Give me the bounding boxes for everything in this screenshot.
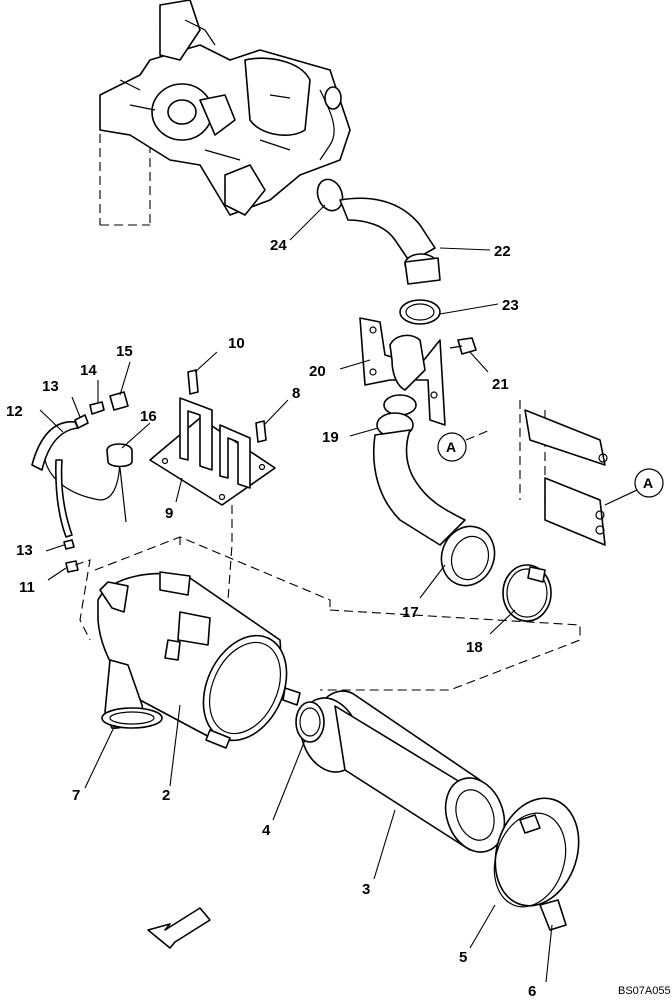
front-direction-arrow-icon [147,907,211,949]
leader-lines [39,204,553,983]
label-22: 22 [494,243,511,260]
restriction-indicator-assembly [31,391,133,641]
label-24: 24 [270,237,287,254]
filter-elements [295,690,506,853]
label-13-bottom: 13 [16,542,33,559]
label-20: 20 [309,363,326,380]
label-10: 10 [228,335,245,352]
label-6: 6 [528,983,536,1000]
reference-marker-a-right: A [604,468,664,506]
label-18: 18 [466,639,483,656]
engine-turbo-assembly [99,0,351,226]
air-cleaner-body [94,505,581,749]
label-4: 4 [262,822,271,839]
label-14: 14 [80,362,97,379]
drawing-code: BS07A055 [618,985,671,997]
label-9: 9 [165,505,173,522]
label-3: 3 [362,881,370,898]
turbo-outlet-hose [316,178,441,325]
label-12: 12 [6,403,23,420]
label-2: 2 [162,787,170,804]
bolt-21 [449,337,477,355]
label-16: 16 [140,408,157,425]
label-7: 7 [72,787,80,804]
label-5: 5 [459,949,467,966]
label-19: 19 [322,429,339,446]
part-labels: 24 22 23 20 21 19 17 18 10 8 9 15 14 13 … [6,237,536,1000]
label-8: 8 [292,385,300,402]
label-15: 15 [116,343,133,360]
label-23: 23 [502,297,519,314]
label-11: 11 [19,579,35,596]
label-21: 21 [492,376,509,393]
mounting-bracket [149,369,276,506]
reference-marker-a-left: A [437,429,491,462]
frame-bracket [519,400,608,546]
label-17: 17 [402,604,419,621]
svg-text:A: A [446,439,456,455]
intake-hose-assembly [359,317,552,622]
svg-text:A: A [643,475,653,491]
label-13-top: 13 [42,378,59,395]
end-cover [493,797,580,931]
